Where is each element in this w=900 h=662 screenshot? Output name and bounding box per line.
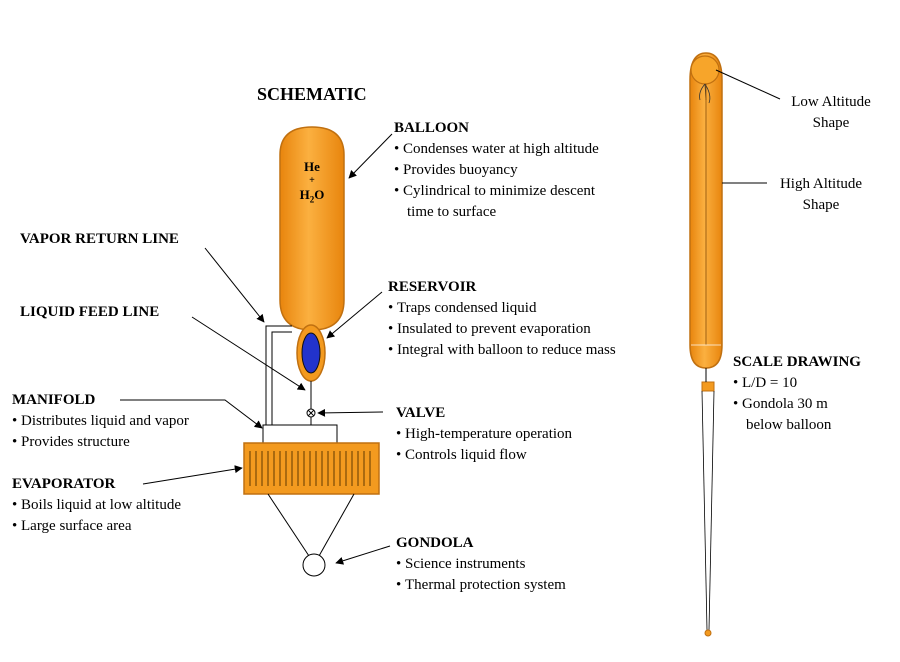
vapor-return-pipe-inner: [271, 331, 292, 425]
evaporator-bullet-2: Large surface area: [12, 516, 181, 537]
balloon-bullet-3-cont: time to surface: [407, 204, 497, 220]
liquid-feed-line-label: LIQUID FEED LINE: [20, 304, 160, 320]
balloon-heading: BALLOON: [394, 120, 470, 136]
page-title: SCHEMATIC: [257, 84, 367, 104]
low-altitude-line2: Shape: [812, 115, 850, 131]
evaporator-callout: EVAPORATOR Boils liquid at low altitude …: [12, 474, 181, 537]
manifold-heading: MANIFOLD: [12, 392, 96, 408]
evaporator-arrow: [142, 465, 243, 485]
manifold-arrow: [120, 399, 263, 429]
valve-bullet-2: Controls liquid flow: [396, 445, 572, 466]
scale-gondola: [704, 629, 712, 637]
balloon-gas-label: He + H2O: [292, 160, 332, 207]
valve-callout: VALVE High-temperature operation Control…: [396, 403, 572, 466]
manifold-bullet-1: Distributes liquid and vapor: [12, 411, 189, 432]
reservoir-arrow: [326, 291, 383, 339]
scale-drawing-bullet-1: L/D = 10: [733, 373, 861, 394]
scale-evaporator: [701, 381, 715, 392]
reservoir-liquid: [301, 332, 321, 374]
high-altitude-line1: High Altitude: [779, 176, 863, 192]
reservoir-bullet-3: Integral with balloon to reduce mass: [388, 340, 616, 361]
valve-heading: VALVE: [396, 405, 446, 421]
scale-drawing-bullet-2: Gondola 30 m: [733, 394, 861, 415]
gondola-line-right: [318, 493, 355, 557]
evaporator-heading: EVAPORATOR: [12, 476, 116, 492]
scale-drawing-bullet-2-cont: below balloon: [746, 417, 832, 433]
scale-drawing-heading: SCALE DRAWING: [733, 354, 861, 370]
valve-arrow: [317, 408, 384, 417]
reservoir-bullet-2: Insulated to prevent evaporation: [388, 319, 616, 340]
high-altitude-shape-label: High Altitude Shape: [768, 174, 874, 216]
balloon-bullet-2: Provides buoyancy: [394, 160, 599, 181]
balloon-bullet-3: Cylindrical to minimize descent: [394, 181, 599, 202]
balloon-arrow: [348, 133, 393, 179]
manifold-callout: MANIFOLD Distributes liquid and vapor Pr…: [12, 390, 189, 453]
gondola-callout: GONDOLA Science instruments Thermal prot…: [396, 533, 566, 596]
gas-label-line3: H2O: [299, 187, 325, 205]
low-altitude-shape-label: Low Altitude Shape: [778, 92, 884, 134]
low-altitude-leader: [715, 69, 781, 100]
vapor-return-arrow: [204, 247, 265, 323]
gas-label-line1: He: [304, 159, 320, 174]
evaporator-bullet-1: Boils liquid at low altitude: [12, 495, 181, 516]
manifold-block: [262, 424, 338, 444]
reservoir-heading: RESERVOIR: [388, 279, 477, 295]
gondola-heading: GONDOLA: [396, 535, 474, 551]
evaporator-block: [243, 442, 380, 495]
low-altitude-balloon: [690, 55, 720, 85]
gondola-bullet-2: Thermal protection system: [396, 575, 566, 596]
vapor-return-pipe: [265, 325, 292, 425]
gondola-line-left: [267, 493, 310, 557]
high-altitude-line2: Shape: [802, 197, 840, 213]
balloon-callout: BALLOON Condenses water at high altitude…: [394, 118, 599, 223]
gondola-arrow: [335, 545, 391, 565]
manifold-bullet-2: Provides structure: [12, 432, 189, 453]
gondola: [302, 553, 326, 577]
scale-drawing-callout: SCALE DRAWING L/D = 10 Gondola 30 m belo…: [733, 352, 861, 436]
liquid-feed-arrow: [191, 316, 306, 391]
low-altitude-line1: Low Altitude: [791, 94, 871, 110]
balloon-bullet-1: Condenses water at high altitude: [394, 139, 599, 160]
reservoir-callout: RESERVOIR Traps condensed liquid Insulat…: [388, 277, 616, 361]
reservoir-bullet-1: Traps condensed liquid: [388, 298, 616, 319]
valve-bullet-1: High-temperature operation: [396, 424, 572, 445]
gondola-bullet-1: Science instruments: [396, 554, 566, 575]
balloon-body: [279, 126, 345, 331]
vapor-return-line-label: VAPOR RETURN LINE: [20, 231, 179, 247]
gas-label-line2: +: [309, 175, 315, 186]
